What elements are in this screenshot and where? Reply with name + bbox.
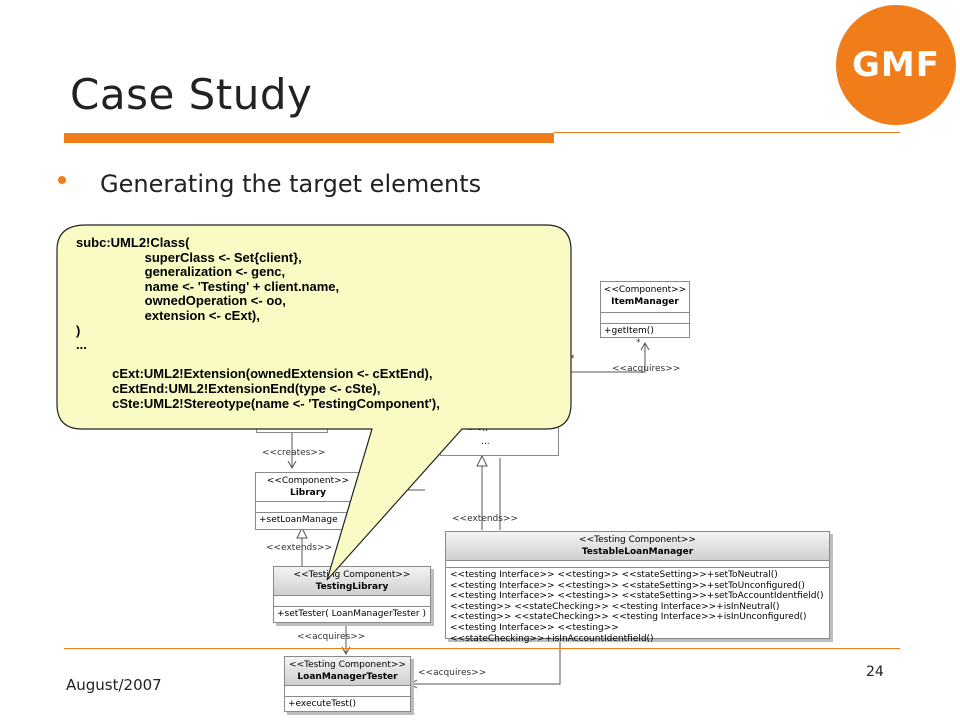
callout-bubble-shape	[56, 224, 572, 581]
extends-arrowhead	[296, 526, 308, 539]
stereotype-label: <<Testing Component>>	[579, 535, 696, 545]
logo-text: GMF	[852, 45, 940, 85]
class-name: LoanManagerTester	[297, 672, 398, 682]
stereotype-label: <<Testing Component>>	[293, 570, 411, 580]
multiplicity-label: *	[636, 338, 641, 348]
uml-class-loanmanagertester[interactable]: <<Testing Component>> LoanManagerTester +…	[284, 656, 411, 712]
footer-rule	[64, 648, 900, 649]
bullet-text: Generating the target elements	[100, 170, 482, 198]
code-line: cExt:UML2!Extension(ownedExtension <- cE…	[76, 366, 433, 382]
title-underline-thick	[64, 133, 554, 143]
creates-label: <<creates>>	[262, 448, 326, 458]
class-name: TestingLibrary	[315, 582, 389, 592]
slide-title: Case Study	[70, 70, 313, 119]
operation-label: <<testing>> <<stateChecking>> <<testing …	[450, 601, 780, 612]
footer-date: August/2007	[66, 676, 162, 694]
attributes-section	[256, 502, 360, 513]
class-name: Library	[289, 488, 327, 498]
code-line: cExtEnd:UML2!ExtensionEnd(type <- cSte),	[76, 380, 381, 396]
attributes-section	[274, 596, 430, 607]
operation-label: <<testing>> <<stateChecking>> <<testing …	[450, 612, 807, 623]
acquires-connector-testable	[410, 638, 561, 685]
title-underline-thin	[554, 132, 900, 133]
operation-label: <<testing Interface>> <<testing>> <<stat…	[450, 622, 654, 644]
uml-class-itemmanager[interactable]: <<Component>> ItemManager +getItem()	[600, 281, 690, 338]
operations-section: <<testing Interface>> <<testing>> <<stat…	[446, 568, 829, 646]
uml-class-testinglibrary[interactable]: <<Testing Component>> TestingLibrary +set…	[273, 566, 431, 623]
class-name: ItemManager	[611, 297, 679, 307]
acquires-connector-itemmanager	[560, 343, 646, 373]
code-line: )	[76, 322, 81, 338]
code-line: extension <- cExt),	[76, 307, 260, 323]
class-name: TestableLoanManager	[581, 547, 694, 557]
attributes-section	[446, 561, 829, 568]
acquires-label: <<acquires>>	[418, 668, 487, 678]
more-label: ...	[481, 437, 490, 447]
page-number: 24	[866, 664, 884, 680]
multiplicity-label: *	[570, 354, 575, 364]
acquires-arrowhead	[640, 341, 650, 351]
operation-label: +getItem()	[604, 326, 654, 336]
uml-class-testableloanmanager[interactable]: <<Testing Component>> TestableLoanManager…	[445, 531, 830, 644]
code-line: superClass <- Set{client},	[76, 249, 302, 265]
code-line: name <- 'Testing' + client.name,	[76, 278, 340, 294]
operation-label: <<testing Interface>> <<testing>> <<stat…	[450, 580, 805, 591]
code-line: generalization <- genc,	[76, 264, 286, 280]
stereotype-label: <<Testing Component>>	[289, 660, 406, 670]
operation-label: +setLoanManage	[259, 515, 338, 525]
stereotype-label: <<Component>>	[603, 285, 687, 295]
extends-label: <<extends>>	[452, 514, 519, 524]
code-line: subc:UML2!Class(	[76, 235, 190, 250]
extends-label: <<extends>>	[266, 543, 333, 553]
acquires-label: <<acquires>>	[612, 364, 681, 374]
code-line: ...	[76, 337, 87, 353]
code-line: ownedOperation <- oo,	[76, 293, 286, 309]
acquires-arrowhead-tester	[341, 646, 351, 656]
attributes-section	[601, 313, 689, 324]
acquires-label: <<acquires>>	[297, 632, 366, 642]
attributes-section	[285, 686, 410, 697]
operation-label: +setTester( LoanManagerTester )	[277, 609, 426, 619]
operation-label: <<testing Interface>> <<testing>> <<stat…	[450, 570, 778, 580]
code-line: cSte:UML2!Stereotype(name <- 'TestingCom…	[76, 395, 440, 411]
uml-class-library[interactable]: <<Component>> Library +setLoanManage	[255, 472, 361, 530]
callout-code-text: subc:UML2!Class( superClass <- Set{clien…	[76, 235, 440, 411]
operation-label: <<testing Interface>> <<testing>> <<stat…	[450, 591, 824, 602]
gmf-logo: GMF	[836, 5, 956, 125]
stereotype-label: <<Component>>	[266, 476, 350, 486]
operation-label: +executeTest()	[288, 699, 356, 709]
creates-arrowhead	[287, 460, 297, 470]
extends-arrowhead-partial	[476, 454, 488, 467]
bullet-dot-icon	[58, 176, 66, 184]
